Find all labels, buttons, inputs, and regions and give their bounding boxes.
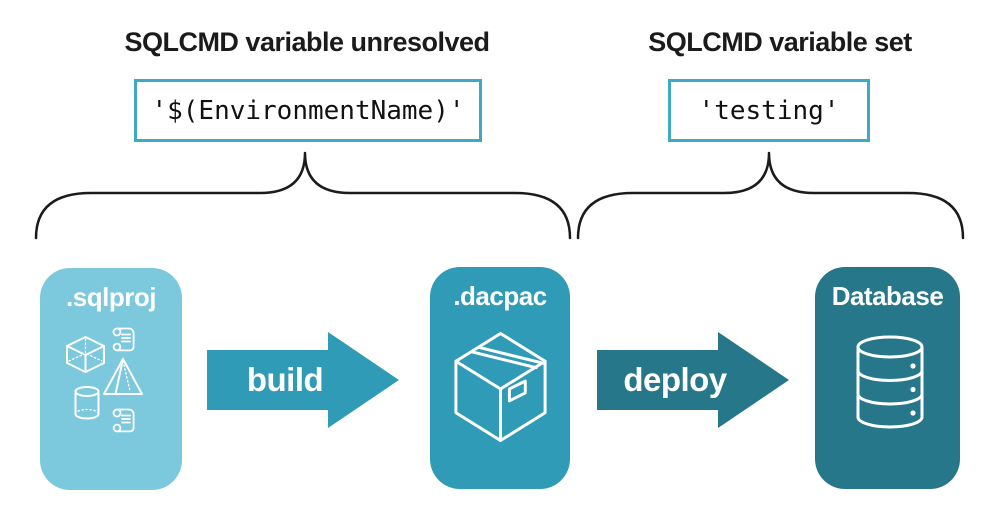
sqlproj-node: .sqlproj [40, 268, 182, 490]
right-arrow-icon [207, 332, 399, 428]
heading-sqlcmd-set: SQLCMD variable set [648, 27, 912, 57]
right-arrow-icon [597, 332, 789, 428]
dacpac-label: .dacpac [453, 281, 547, 311]
curly-brace-left-icon [34, 151, 572, 240]
database-node: Database [815, 267, 960, 489]
grouping-braces [34, 151, 965, 240]
cube-icon [66, 336, 105, 373]
pyramid-icon [103, 358, 143, 395]
scroll-icon [112, 408, 135, 433]
build-arrow: build [207, 332, 399, 428]
cylinder-icon [74, 386, 100, 420]
deploy-label: deploy [623, 361, 727, 398]
sqlproj-objects-icons [66, 327, 143, 433]
code-box-environment-name: '$(EnvironmentName)' [134, 79, 482, 142]
database-cylinder-icon [856, 335, 924, 429]
dacpac-node: .dacpac [430, 267, 570, 489]
code-box-testing: 'testing' [668, 79, 870, 142]
sqlproj-label: .sqlproj [66, 282, 156, 312]
database-label: Database [831, 281, 944, 311]
code-testing-value: 'testing' [698, 95, 840, 126]
build-label: build [246, 361, 324, 398]
heading-sqlcmd-unresolved: SQLCMD variable unresolved [124, 27, 490, 57]
deploy-arrow: deploy [597, 332, 789, 428]
code-environment-name: '$(EnvironmentName)' [151, 95, 465, 126]
curly-brace-right-icon [576, 151, 965, 240]
package-box-icon [454, 331, 547, 442]
scroll-icon [112, 327, 135, 352]
